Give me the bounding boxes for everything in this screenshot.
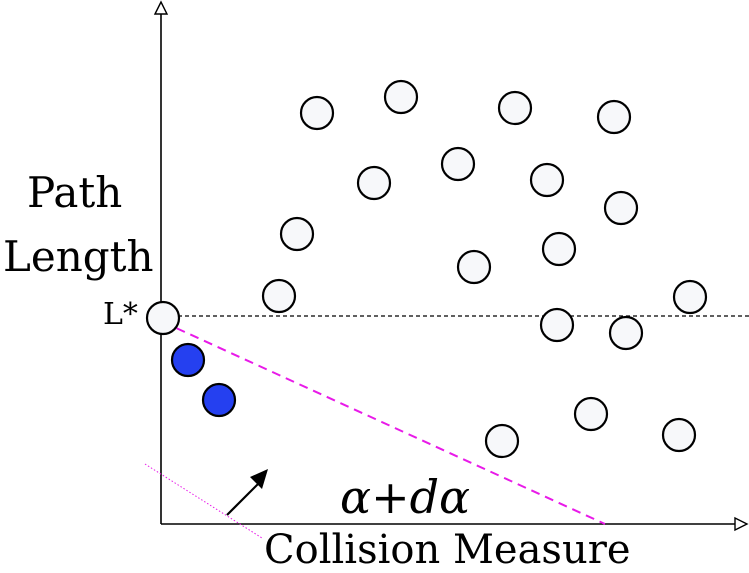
open-node <box>603 190 639 226</box>
angle-label: α+dα <box>340 470 471 524</box>
y-axis-label-line1: Path <box>27 168 123 217</box>
open-node <box>261 278 297 314</box>
y-axis-label-line2: Length <box>3 232 154 281</box>
direction-arrow-shaft <box>226 479 263 516</box>
open-node <box>279 216 315 252</box>
open-node <box>497 90 533 126</box>
open-node <box>456 249 492 285</box>
open-node <box>608 315 644 351</box>
open-node <box>573 396 609 432</box>
open-node <box>299 95 335 131</box>
x-axis-label: Collision Measure <box>264 527 631 573</box>
open-node <box>484 423 520 459</box>
threshold-label: L* <box>103 297 138 332</box>
open-node <box>529 162 565 198</box>
open-node <box>672 279 708 315</box>
open-node <box>145 300 181 336</box>
selected-node <box>201 382 237 418</box>
open-node <box>440 146 476 182</box>
x-axis-arrowhead <box>734 516 749 532</box>
selected-nodes <box>170 342 237 418</box>
y-axis-arrowhead <box>153 0 169 15</box>
reference-dotted-line <box>144 463 263 539</box>
open-node <box>661 417 697 453</box>
open-node <box>539 307 575 343</box>
open-node <box>356 165 392 201</box>
selected-node <box>170 342 206 378</box>
open-node <box>383 79 419 115</box>
direction-arrow-head <box>250 469 268 489</box>
open-nodes <box>145 79 708 459</box>
open-node <box>541 231 577 267</box>
cost-boundary-line <box>162 321 606 525</box>
open-node <box>596 99 632 135</box>
